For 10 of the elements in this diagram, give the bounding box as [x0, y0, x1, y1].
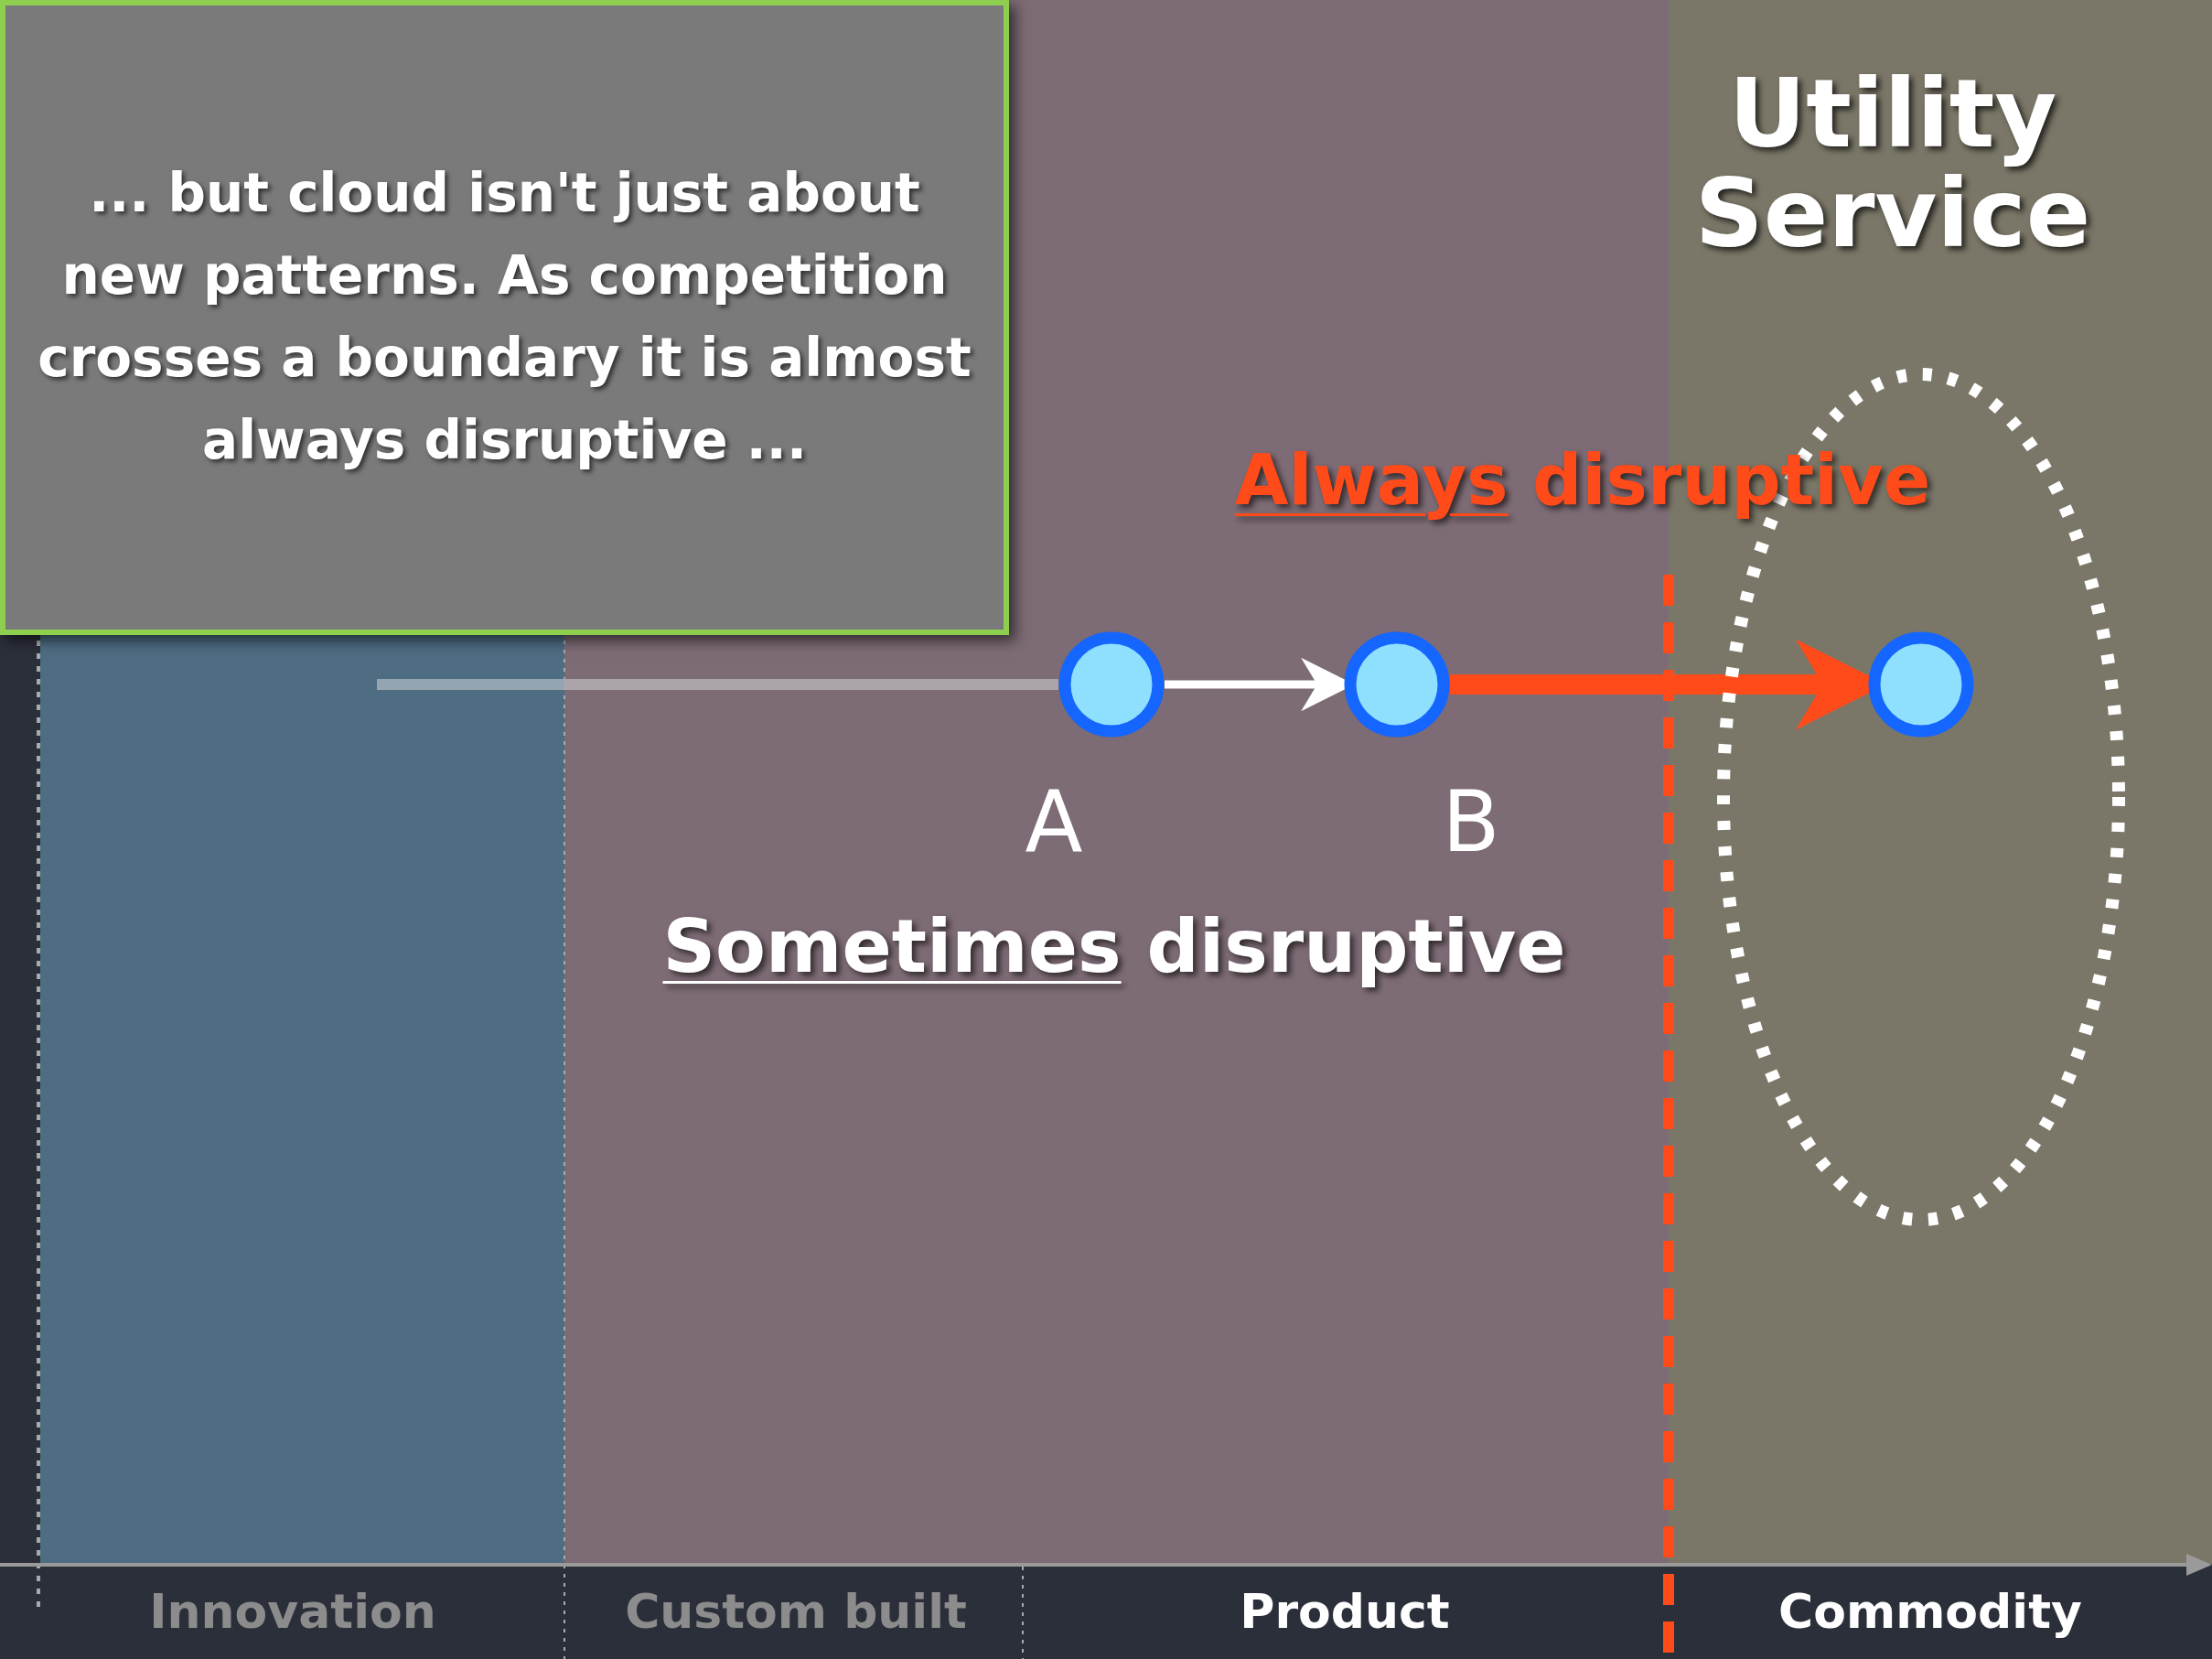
text-label: Always disruptive	[1233, 438, 1932, 522]
text-label: A	[1024, 772, 1084, 873]
text-label: Sometimes disruptive	[661, 903, 1567, 991]
text-label: B	[1441, 772, 1501, 873]
text-label: Product	[1239, 1583, 1451, 1641]
text-label: Commodity	[1777, 1583, 2083, 1641]
text-label: Innovation	[148, 1583, 437, 1641]
text-box: ... but cloud isn't just about new patterns. As competition crosses a boundary it is almost always disruptive ...	[0, 0, 1009, 635]
text-label: Custom built	[624, 1583, 968, 1641]
text-label: Utility Service	[1693, 64, 2092, 264]
